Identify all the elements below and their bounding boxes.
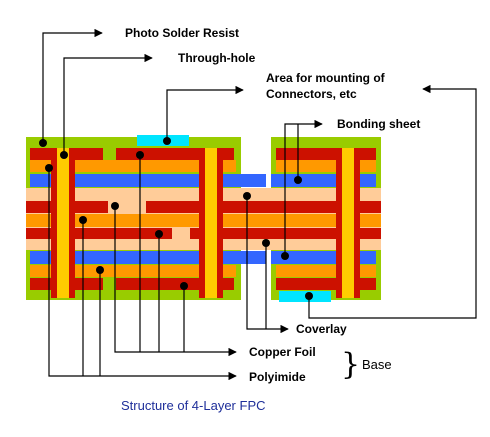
leader-coverlay-1 — [246, 196, 289, 334]
right-top-blue — [271, 174, 376, 187]
label-through-hole: Through-hole — [178, 51, 256, 65]
dot-copper-inner-2 — [155, 230, 163, 238]
leader-connector-top — [166, 85, 244, 141]
through-hole-middle-fill — [205, 148, 217, 298]
label-copper-foil: Copper Foil — [249, 345, 316, 359]
connector-pad-top — [137, 135, 189, 146]
dot-copper-inner-1 — [111, 202, 119, 210]
diagram-caption: Structure of 4-Layer FPC — [121, 398, 266, 413]
right-top-copper — [276, 148, 376, 160]
dot-coverlay-2 — [262, 239, 270, 247]
leader-copper-foil — [114, 206, 237, 357]
leader-dots — [39, 137, 313, 300]
top-polyimide — [30, 160, 236, 172]
label-bonding-sheet: Bonding sheet — [337, 117, 420, 131]
right-bottom-copper — [276, 278, 376, 290]
through-hole-left-fill — [57, 148, 69, 298]
inner-copper-2a — [26, 228, 172, 239]
dot-polyimide-inner — [79, 216, 87, 224]
label-polyimide: Polyimide — [249, 370, 306, 384]
base-brace: } — [341, 347, 360, 382]
dot-copper-top — [136, 151, 144, 159]
right-bottom-polyimide — [276, 265, 376, 277]
dot-connector-top — [163, 137, 171, 145]
leader-bonding-sheet — [284, 119, 323, 256]
label-connector-area-1: Area for mounting of — [266, 71, 386, 85]
dot-connector-bottom — [305, 292, 313, 300]
label-photo-solder-resist: Photo Solder Resist — [125, 26, 239, 40]
right-top-polyimide — [276, 160, 376, 172]
label-connector-area-2: Connectors, etc — [266, 87, 357, 101]
dot-solder-resist — [39, 139, 47, 147]
fpc-board — [26, 135, 381, 302]
dot-polyimide-top — [45, 164, 53, 172]
dot-through-hole — [60, 151, 68, 159]
leader-through-hole — [63, 53, 153, 155]
dot-copper-bottom — [180, 282, 188, 290]
bottom-polyimide — [30, 265, 236, 277]
label-base: Base — [362, 357, 392, 372]
label-coverlay: Coverlay — [296, 322, 347, 336]
dot-polyimide-bottom — [96, 266, 104, 274]
dot-coverlay-1 — [243, 192, 251, 200]
leader-photo-solder-resist — [42, 28, 103, 143]
leader-lines — [42, 28, 477, 381]
connector-pad-bottom — [279, 291, 331, 302]
leader-connector-bottom — [308, 84, 477, 319]
through-hole-right-fill — [342, 148, 354, 298]
leader-polyimide — [48, 168, 237, 381]
dot-bonding-2 — [281, 252, 289, 260]
dot-bonding-1 — [294, 176, 302, 184]
